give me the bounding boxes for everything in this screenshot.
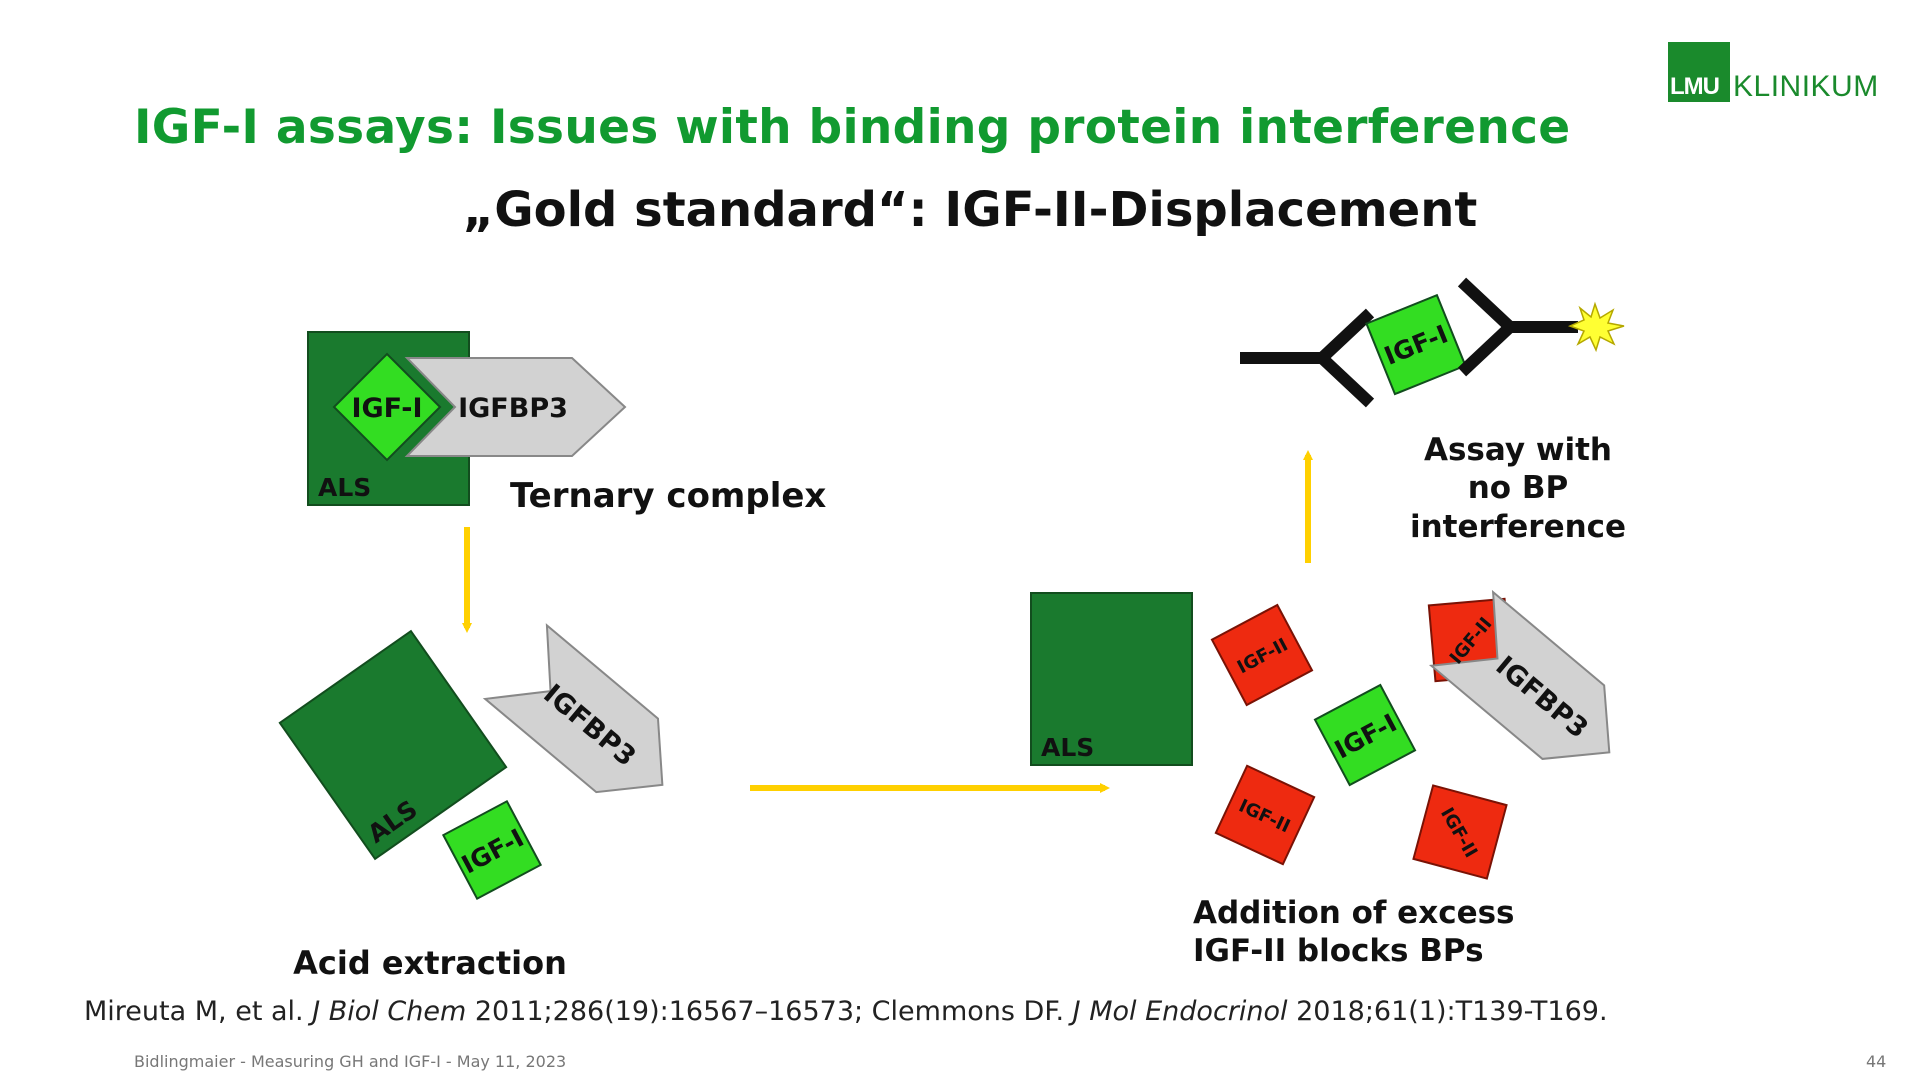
- citation-part1: Mireuta M, et al.: [84, 996, 313, 1027]
- citation: Mireuta M, et al. J Biol Chem 2011;286(1…: [84, 996, 1608, 1027]
- igf1-label-ternary: IGF-I: [351, 393, 422, 424]
- igfbp3-pentagon-ternary: [404, 357, 627, 457]
- als-label-ternary: ALS: [318, 473, 371, 502]
- addition-caption-line1: Addition of excess: [1193, 895, 1515, 931]
- citation-journal2: J Mol Endocrinol: [1072, 996, 1288, 1027]
- page-number: 44: [1866, 1052, 1887, 1071]
- addition-caption-line2: IGF-II blocks BPs: [1193, 933, 1484, 969]
- igf1-square-acid: IGF-I: [441, 799, 543, 901]
- assay-caption-line1: Assay with: [1424, 432, 1612, 468]
- als-square-acid: ALS: [278, 629, 508, 861]
- igf2-square-4: IGF-II: [1412, 784, 1508, 880]
- igfbp3-pentagon-displacement: IGFBP3: [1428, 589, 1611, 760]
- slide-footer: Bidlingmaier - Measuring GH and IGF-I - …: [134, 1052, 567, 1071]
- citation-part2: 2011;286(19):16567–16573; Clemmons DF.: [466, 996, 1073, 1027]
- igfbp3-label-ternary: IGFBP3: [458, 393, 568, 424]
- detection-antibody: [1457, 277, 1578, 377]
- igf2-square-1: IGF-II: [1210, 603, 1314, 707]
- assay-caption-line3: interference: [1410, 509, 1626, 545]
- signal-burst-icon: [1567, 301, 1625, 353]
- igf1-diamond-ternary: [332, 352, 442, 462]
- slide-subtitle: „Gold standard“: IGF-II-Displacement: [462, 182, 1478, 238]
- capture-antibody: [1240, 308, 1375, 408]
- citation-part3: 2018;61(1):T139-T169.: [1287, 996, 1608, 1027]
- slide-title: IGF-I assays: Issues with binding protei…: [134, 100, 1571, 155]
- ternary-complex-caption: Ternary complex: [510, 476, 826, 516]
- igfbp3-pentagon-acid: IGFBP3: [482, 623, 664, 794]
- logo-badge-text: LMU: [1670, 73, 1720, 100]
- logo-text: KLINIKUM: [1733, 70, 1879, 103]
- lmu-klinikum-logo: LMU KLINIKUM: [1668, 42, 1879, 102]
- igf1-square-assay: IGF-I: [1365, 293, 1467, 396]
- igf1-square-displacement: IGF-I: [1313, 683, 1417, 787]
- als-square-displacement: [1030, 592, 1193, 766]
- logo-badge: LMU: [1668, 42, 1730, 102]
- acid-extraction-caption: Acid extraction: [293, 944, 567, 982]
- assay-caption-line2: no BP: [1468, 470, 1569, 506]
- als-label-displacement: ALS: [1041, 733, 1094, 762]
- citation-journal1: J Biol Chem: [312, 996, 467, 1027]
- igf2-square-2: IGF-II: [1214, 764, 1316, 866]
